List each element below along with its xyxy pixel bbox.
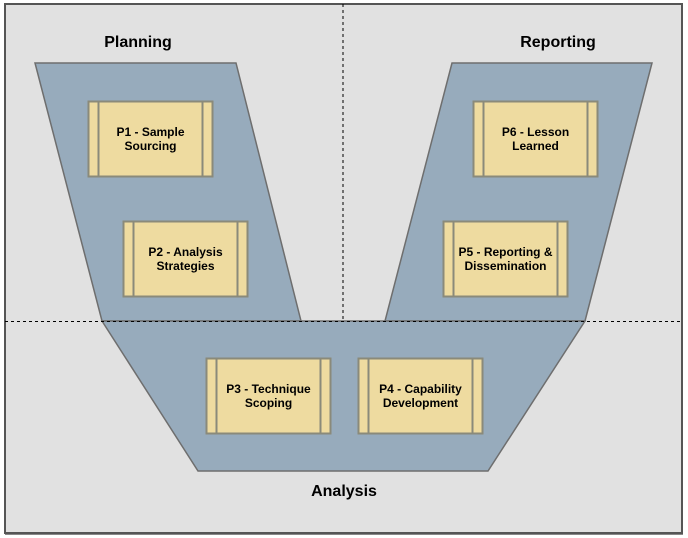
process-box-label-line1: P2 - Analysis xyxy=(148,245,223,259)
process-box-p5[interactable]: P5 - Reporting &Dissemination xyxy=(442,220,569,298)
process-box-body xyxy=(472,100,599,178)
process-box-label-line2: Strategies xyxy=(156,259,214,273)
process-box-label-line2: Dissemination xyxy=(464,259,546,273)
process-box-label-line2: Learned xyxy=(512,139,559,153)
process-box-label-line2: Development xyxy=(383,396,458,410)
process-box-label-line1: P3 - Technique xyxy=(226,382,311,396)
process-box-body xyxy=(122,220,249,298)
process-box-label-line1: P4 - Capability xyxy=(379,382,462,396)
process-box-label-line1: P6 - Lesson xyxy=(502,125,569,139)
process-box-body xyxy=(357,357,484,435)
process-box-label-line1: P1 - Sample xyxy=(116,125,184,139)
reporting-title: Reporting xyxy=(520,34,596,51)
process-box-label-line1: P5 - Reporting & xyxy=(458,245,552,259)
process-box-body xyxy=(205,357,332,435)
process-box-body xyxy=(442,220,569,298)
process-box-body xyxy=(87,100,214,178)
planning-title: Planning xyxy=(104,34,172,51)
process-box-label-line2: Sourcing xyxy=(124,139,176,153)
analysis-title: Analysis xyxy=(311,483,377,500)
process-box-label-line2: Scoping xyxy=(245,396,292,410)
